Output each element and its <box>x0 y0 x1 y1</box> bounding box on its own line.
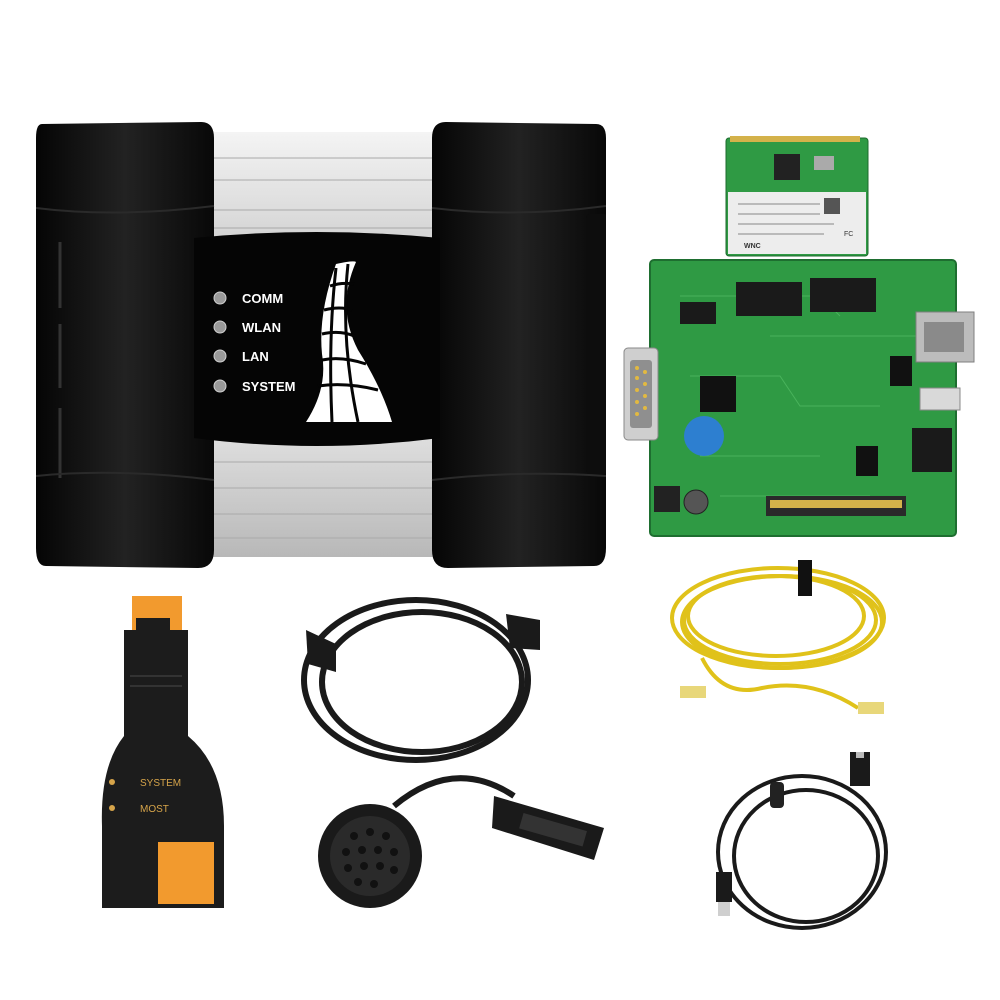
ethernet-cable-graphic <box>670 560 886 714</box>
inductor <box>654 486 680 512</box>
lan-led <box>213 349 227 363</box>
obd-cable <box>296 590 550 768</box>
rj45-plug <box>858 702 884 714</box>
usb-cable <box>710 750 894 938</box>
ethernet-cable <box>662 558 894 724</box>
security-module: SYSTEM MOST <box>100 596 226 908</box>
blue-capacitor <box>684 416 724 456</box>
road-logo-icon <box>306 261 392 423</box>
main-interface-unit: COMM WLAN LAN SYSTEM <box>35 118 608 573</box>
memory-chip <box>736 282 802 316</box>
wifi-mini-pcie-card: WNC FC <box>724 136 870 258</box>
obd-plug <box>306 630 336 672</box>
obd-cable-graphic <box>301 597 540 763</box>
system-led <box>213 379 227 393</box>
memory-chip <box>810 278 876 312</box>
usb-cable-graphic <box>716 750 888 930</box>
20-pin-adapter-cable <box>314 766 606 922</box>
led-label-wlan: WLAN <box>242 320 281 335</box>
right-bumper <box>432 122 606 568</box>
wifi-brand-label: WNC <box>744 243 761 250</box>
main-circuit-board <box>620 256 980 538</box>
security-module-graphic: SYSTEM MOST <box>101 596 224 908</box>
module-label-system: SYSTEM <box>140 778 181 789</box>
led-indicators: COMM WLAN LAN SYSTEM <box>213 291 295 394</box>
rj45-plug <box>680 686 706 698</box>
led-label-lan: LAN <box>242 349 269 364</box>
pcb-graphic <box>623 259 975 537</box>
wifi-card-graphic: WNC FC <box>725 136 869 257</box>
ferrite-core <box>770 782 784 808</box>
module-bottom-tab <box>158 842 214 904</box>
cable-tie <box>798 560 812 596</box>
fcc-mark: FC <box>844 231 853 238</box>
left-bumper <box>36 122 214 568</box>
led-label-comm: COMM <box>242 291 283 306</box>
card-label-sticker <box>728 192 866 254</box>
comm-led <box>213 291 227 305</box>
adapter-graphic <box>318 775 604 908</box>
wlan-led <box>213 320 227 334</box>
module-label-most: MOST <box>140 804 169 815</box>
power-connector <box>912 428 952 472</box>
main-interface-unit-graphic: COMM WLAN LAN SYSTEM <box>35 122 608 568</box>
led-label-system: SYSTEM <box>242 379 295 394</box>
obd-socket <box>506 614 540 650</box>
usb-b-plug <box>850 752 870 786</box>
processor-chip <box>700 376 736 412</box>
usb-a-plug <box>716 872 732 902</box>
